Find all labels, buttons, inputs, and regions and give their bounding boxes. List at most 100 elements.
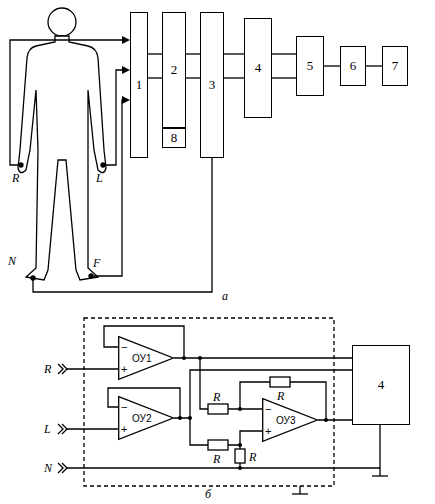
signal-line (272, 54, 296, 78)
pin-sign: − (265, 402, 271, 416)
drawing-stroke (62, 424, 67, 434)
drawing-stroke (103, 70, 124, 165)
wire (174, 357, 352, 358)
drawing-stroke (62, 463, 67, 473)
drawing-stroke (208, 404, 228, 414)
drawing-stroke (10, 40, 124, 165)
callout-label: N (44, 461, 52, 475)
callout-label: N (8, 254, 16, 268)
block-box: 4 (352, 345, 410, 425)
drawing-stroke (228, 431, 262, 445)
callout-label: R (44, 362, 51, 376)
callout-label: R (12, 171, 19, 185)
signal-line (148, 54, 162, 78)
opamp-triangle (119, 397, 174, 440)
junction-dots (178, 356, 328, 470)
wire (186, 77, 200, 78)
drawing-stroke (58, 463, 63, 473)
callout-label: L (96, 171, 103, 185)
callout-label: R (277, 389, 284, 403)
wire (148, 53, 162, 54)
signal-line (318, 419, 352, 420)
drawing-stroke (67, 368, 118, 369)
block-box: 4 (244, 18, 272, 118)
pin-sign: + (265, 424, 271, 438)
drawing-stroke (62, 364, 67, 374)
drawing-stroke (270, 377, 290, 387)
opamp-label: ОУ2 (132, 413, 151, 424)
drawing-stroke (292, 493, 308, 494)
pin-sign: − (121, 340, 127, 354)
wire (324, 65, 340, 66)
block-box: 1 (130, 12, 148, 158)
block-number: 8 (171, 131, 178, 145)
arrowheads (122, 36, 130, 104)
callout-label: L (44, 422, 51, 436)
pin-sign: − (121, 400, 127, 414)
drawing-stroke (33, 158, 212, 292)
opamp-triangle (263, 399, 318, 442)
block-number: 6 (350, 59, 357, 73)
wire (318, 419, 352, 420)
wire (224, 53, 244, 54)
block-number: 7 (392, 59, 399, 73)
drawing-stroke (238, 407, 242, 411)
wire (272, 77, 296, 78)
wire (148, 77, 162, 78)
drawing-stroke (67, 425, 380, 468)
drawing-stroke (238, 443, 242, 447)
block-number: 1 (136, 78, 143, 92)
block-number: 5 (307, 59, 314, 73)
block-number: 4 (255, 61, 262, 75)
signal-line (324, 65, 340, 66)
ground-symbol (292, 468, 388, 494)
drawing-stroke (379, 468, 380, 476)
drawing-stroke (91, 100, 124, 276)
dashed-enclosure (84, 318, 334, 486)
block-box: 5 (296, 36, 324, 96)
block-number: 4 (378, 378, 385, 392)
opamp-triangle (119, 337, 174, 380)
drawing-stroke (208, 440, 228, 450)
drawing-stroke (190, 418, 208, 445)
drawing-stroke (235, 449, 245, 463)
drawing-stroke (228, 408, 262, 409)
block-box: 7 (382, 46, 408, 86)
drawing-stroke (122, 96, 130, 104)
block-box: 2 (162, 12, 186, 128)
block-number: 3 (209, 78, 216, 92)
body-outline (18, 36, 106, 280)
block-box: 3 (200, 12, 224, 158)
drawing-stroke (58, 424, 63, 434)
opamp-label: ОУ1 (132, 353, 151, 364)
circuit-wires (67, 326, 380, 468)
callout-label: R (213, 452, 220, 466)
callout-label: F (93, 256, 100, 270)
callout-label: а (222, 289, 228, 303)
drawing-stroke (299, 486, 300, 494)
wire (186, 53, 200, 54)
wire (366, 65, 382, 66)
signal-line (186, 54, 200, 78)
signal-line (224, 54, 244, 78)
callout-label: R (249, 450, 256, 464)
signal-line (174, 357, 352, 358)
block-box: 8 (162, 128, 186, 148)
drawing-stroke (200, 358, 208, 409)
drawing-stroke (67, 428, 118, 429)
electrodes (19, 163, 105, 280)
block-number: 2 (171, 63, 178, 77)
pin-sign: + (121, 422, 127, 436)
head (48, 8, 76, 36)
pin-sign: + (121, 362, 127, 376)
callout-label: R (213, 390, 220, 404)
wire (224, 77, 244, 78)
drawing-stroke (372, 475, 388, 476)
drawing-stroke (122, 36, 130, 44)
drawing-stroke (122, 66, 130, 74)
block-box: 6 (340, 46, 366, 86)
wire (272, 53, 296, 54)
input-connectors (58, 364, 67, 473)
drawing-stroke (58, 364, 63, 374)
